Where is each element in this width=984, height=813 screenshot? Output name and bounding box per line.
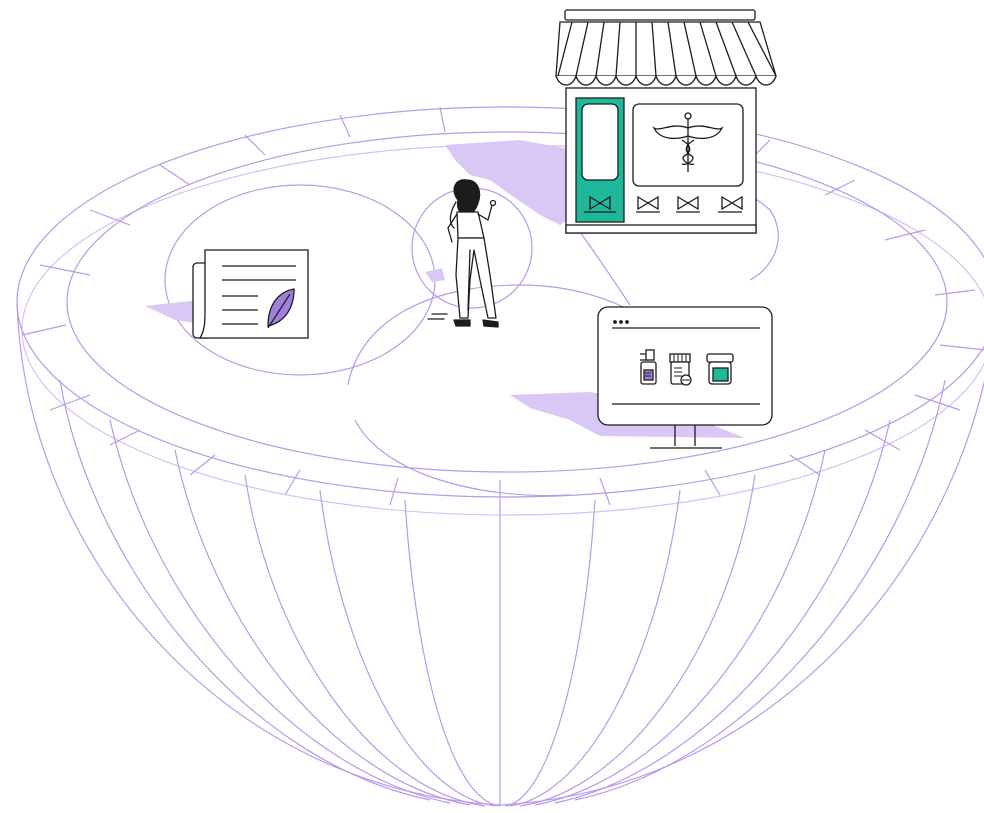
landmass-island [425,268,445,282]
pharmacy-storefront [555,9,777,234]
newspaper-leaf-icon [192,249,309,339]
person-figure [427,179,499,328]
rim-lower-edge [21,144,984,516]
spray-bottle-icon [640,349,657,385]
computer-monitor [597,306,773,449]
hemisphere-globe [16,106,984,807]
landmass-north [445,140,575,225]
pill-bottle-icon [669,353,692,386]
caduceus-icon [652,112,724,172]
awning [555,21,777,77]
jar-icon [706,353,734,385]
rim-inner [66,131,948,473]
